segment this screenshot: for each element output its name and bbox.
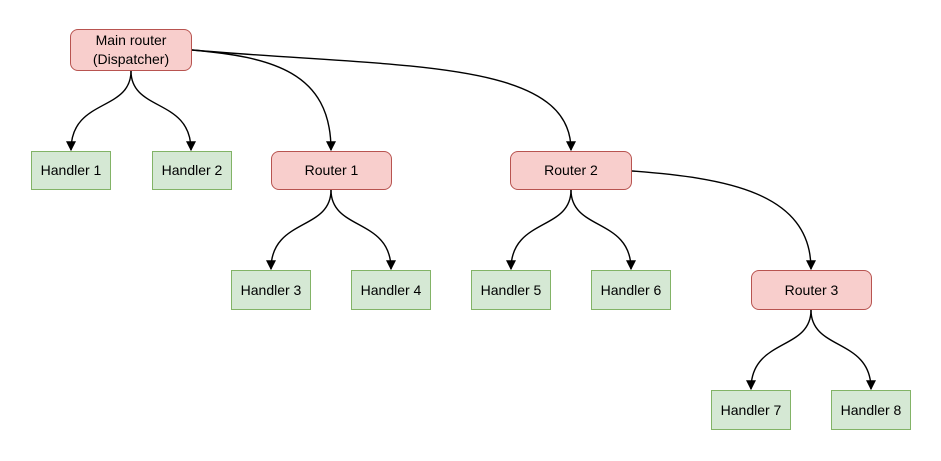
node-handler-5: Handler 5 — [471, 270, 551, 310]
edge-router-2-to-handler-5 — [506, 189, 572, 271]
edge-main-router-to-handler-2 — [130, 70, 196, 152]
node-router-1: Router 1 — [271, 151, 392, 190]
node-handler-2: Handler 2 — [152, 151, 232, 190]
node-handler-3: Handler 3 — [231, 270, 311, 310]
edge-router-2-to-router-3 — [631, 170, 816, 271]
edge-router-1-to-handler-3 — [266, 189, 332, 271]
edge-router-3-to-handler-8 — [810, 309, 876, 391]
edge-router-1-to-handler-4 — [330, 189, 396, 271]
edge-main-router-to-router-2 — [191, 49, 576, 152]
edge-main-router-to-handler-1 — [66, 70, 132, 152]
node-handler-8: Handler 8 — [831, 390, 911, 430]
node-main-router: Main router (Dispatcher) — [70, 29, 192, 71]
node-handler-1: Handler 1 — [31, 151, 111, 190]
node-handler-6: Handler 6 — [591, 270, 671, 310]
edge-main-router-to-router-1 — [191, 49, 336, 152]
node-router-2: Router 2 — [510, 151, 632, 190]
node-handler-4: Handler 4 — [351, 270, 431, 310]
node-handler-7: Handler 7 — [711, 390, 791, 430]
edge-router-3-to-handler-7 — [746, 309, 812, 391]
edge-router-2-to-handler-6 — [570, 189, 636, 271]
node-router-3: Router 3 — [751, 270, 872, 310]
